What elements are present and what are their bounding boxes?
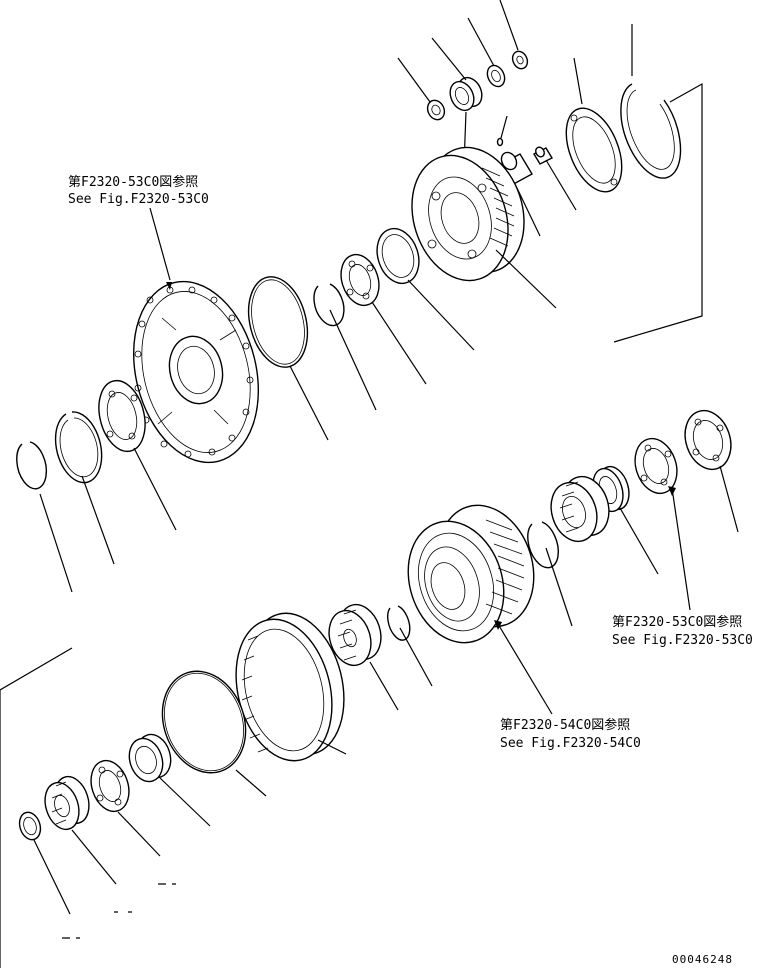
small-washer-part bbox=[426, 99, 446, 121]
bushing-lower-part bbox=[128, 733, 172, 783]
snap-ring-upper-mid bbox=[313, 283, 345, 327]
flange-plate-part bbox=[132, 280, 260, 464]
tiny-pin-part bbox=[496, 137, 504, 147]
callout-en-text: See Fig.F2320-53C0 bbox=[612, 633, 753, 648]
bearing-far-right-part bbox=[684, 409, 732, 471]
snap-ring-upper-right bbox=[620, 83, 682, 179]
small-washer-lower-part bbox=[18, 811, 42, 841]
large-o-ring-part bbox=[161, 670, 247, 774]
bearing-lower-part bbox=[90, 759, 130, 813]
gear-mid-part bbox=[328, 603, 382, 667]
bearing-left-part bbox=[98, 379, 146, 453]
callout-jp-text: 第F2320-53C0図参照 bbox=[612, 614, 742, 630]
large-thin-ring-part bbox=[247, 276, 309, 368]
dowel-pin-part bbox=[533, 146, 553, 165]
callout-en-text: See Fig.F2320-53C0 bbox=[68, 192, 209, 207]
callout-f2320-53c0-upper: 第F2320-53C0図参照 See Fig.F2320-53C0 bbox=[68, 174, 209, 207]
callout-f2320-54c0: 第F2320-54C0図参照 See Fig.F2320-54C0 bbox=[500, 717, 641, 751]
small-nut-part bbox=[511, 50, 529, 70]
clutch-drum-part bbox=[407, 504, 535, 644]
ring-gear-part bbox=[235, 612, 345, 762]
callout-f2320-53c0-lower: 第F2320-53C0図参照 See Fig.F2320-53C0 bbox=[612, 614, 753, 648]
thrust-plate-part bbox=[565, 107, 623, 193]
drawing-number: 00046248 bbox=[672, 953, 733, 966]
snap-ring-lower-mid bbox=[527, 521, 559, 569]
bushing-part bbox=[486, 64, 506, 88]
bearing-cup-part bbox=[449, 76, 483, 112]
snap-ring-left-part bbox=[54, 411, 103, 484]
bearing-upper-part bbox=[340, 253, 380, 307]
seal-ring-part bbox=[376, 227, 420, 285]
gear-lower-left-part bbox=[44, 775, 90, 831]
bearing-right-part bbox=[634, 437, 678, 495]
callout-jp-text: 第F2320-53C0図参照 bbox=[68, 174, 198, 190]
gear-right-part bbox=[550, 475, 610, 543]
callout-en-text: See Fig.F2320-54C0 bbox=[500, 736, 641, 751]
callout-jp-text: 第F2320-54C0図参照 bbox=[500, 717, 630, 733]
snap-ring-far-left-part bbox=[16, 441, 48, 490]
carrier-housing-part bbox=[411, 146, 525, 282]
snap-ring-small-mid bbox=[387, 605, 411, 641]
